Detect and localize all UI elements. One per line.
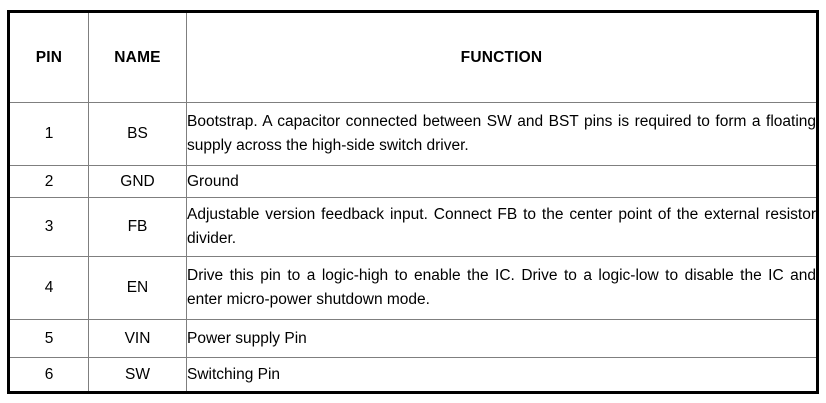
- table-row: 3 FB Adjustable version feedback input. …: [8, 197, 818, 257]
- table-row: 5 VIN Power supply Pin: [8, 319, 818, 358]
- header-row: PIN NAME FUNCTION: [8, 11, 818, 103]
- table-row: 4 EN Drive this pin to a logic-high to e…: [8, 256, 818, 320]
- header-name: NAME: [88, 11, 187, 103]
- pin-cell: 4: [8, 256, 89, 320]
- table-row: 6 SW Switching Pin: [8, 357, 818, 393]
- function-cell: Adjustable version feedback input. Conne…: [186, 197, 818, 257]
- name-cell: VIN: [88, 319, 187, 358]
- name-cell: EN: [88, 256, 187, 320]
- table-row: 2 GND Ground: [8, 165, 818, 198]
- function-cell: Bootstrap. A capacitor connected between…: [186, 102, 818, 166]
- pin-cell: 1: [8, 102, 89, 166]
- pin-function-table: PIN NAME FUNCTION 1 BS Bootstrap. A capa…: [7, 10, 819, 394]
- name-cell: SW: [88, 357, 187, 393]
- header-pin: PIN: [8, 11, 89, 103]
- table-header: PIN NAME FUNCTION: [8, 11, 818, 103]
- function-cell: Power supply Pin: [186, 319, 818, 358]
- pin-cell: 5: [8, 319, 89, 358]
- pin-cell: 3: [8, 197, 89, 257]
- table-body: 1 BS Bootstrap. A capacitor connected be…: [8, 102, 818, 393]
- function-cell: Switching Pin: [186, 357, 818, 393]
- table-row: 1 BS Bootstrap. A capacitor connected be…: [8, 102, 818, 166]
- name-cell: BS: [88, 102, 187, 166]
- function-cell: Drive this pin to a logic-high to enable…: [186, 256, 818, 320]
- pin-cell: 2: [8, 165, 89, 198]
- name-cell: FB: [88, 197, 187, 257]
- header-function: FUNCTION: [186, 11, 818, 103]
- name-cell: GND: [88, 165, 187, 198]
- pin-function-table-container: PIN NAME FUNCTION 1 BS Bootstrap. A capa…: [7, 10, 819, 394]
- pin-cell: 6: [8, 357, 89, 393]
- function-cell: Ground: [186, 165, 818, 198]
